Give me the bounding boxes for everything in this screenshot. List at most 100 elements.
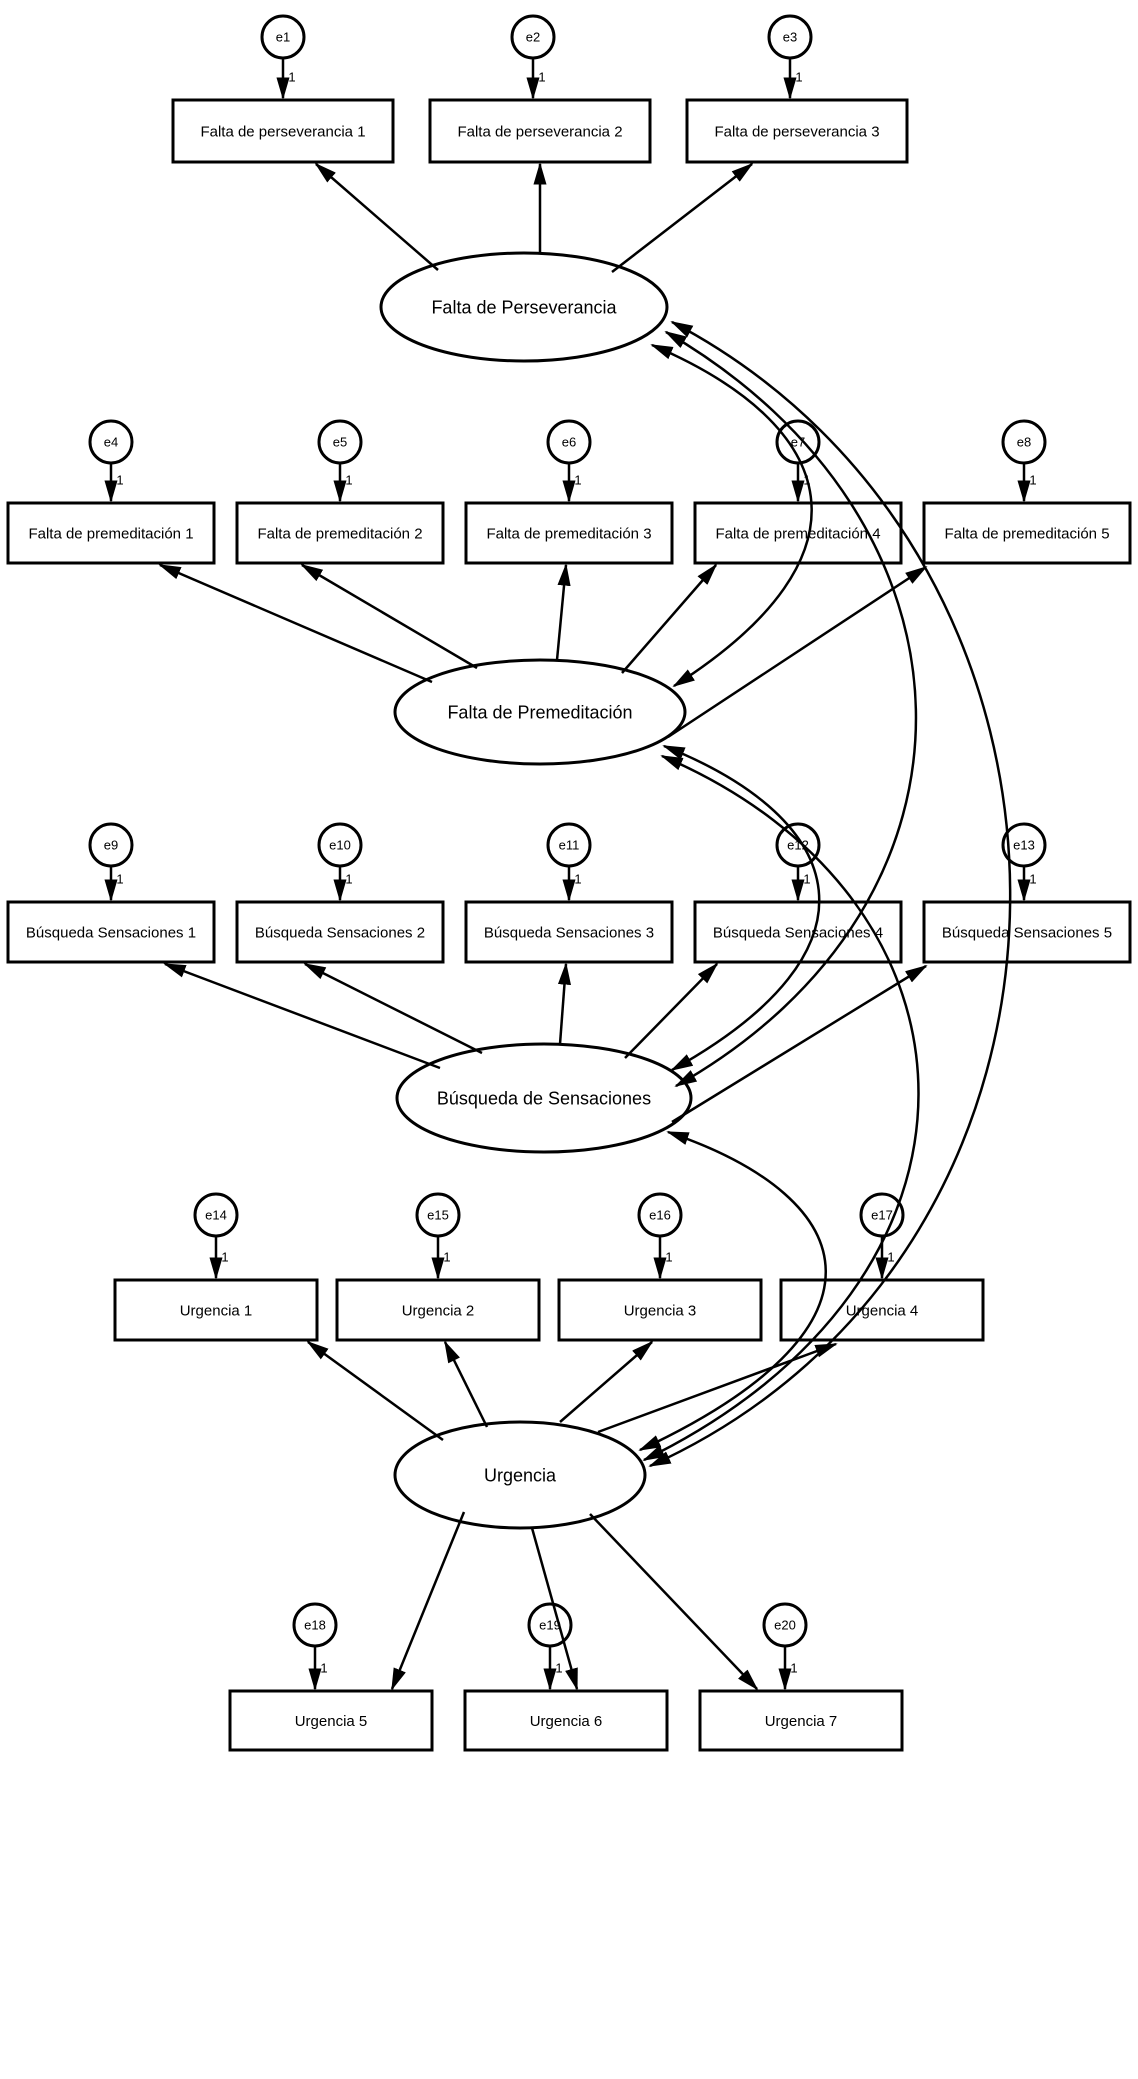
- error-label-e15: e15: [427, 1208, 449, 1223]
- observed-falta-de-premeditaci-n-5[interactable]: [922, 501, 1132, 565]
- fixed-loading-1-label-e11: 1: [574, 872, 581, 887]
- observed-label-urgencia-1: Urgencia 1: [180, 1302, 253, 1319]
- error-label-e5: e5: [333, 435, 347, 450]
- observed-urgencia-2[interactable]: [335, 1278, 541, 1342]
- loading-arrow-l3-o10[interactable]: [303, 962, 483, 1055]
- error-label-e2: e2: [526, 30, 540, 45]
- loading-arrow-l4-o15[interactable]: [443, 1340, 489, 1428]
- fixed-loading-1-label-e4: 1: [116, 473, 123, 488]
- loading-arrow-l2-o8[interactable]: [667, 565, 928, 739]
- error-label-e16: e16: [649, 1208, 671, 1223]
- fixed-loading-1-label-e17: 1: [887, 1250, 894, 1265]
- observed-label-b-squeda-sensaciones-2: Búsqueda Sensaciones 2: [255, 924, 425, 941]
- observed-falta-de-perseverancia-2[interactable]: [428, 98, 652, 164]
- error-label-e7: e7: [791, 435, 805, 450]
- loading-arrow-l4-o14[interactable]: [306, 1340, 444, 1442]
- observed-falta-de-perseverancia-3[interactable]: [685, 98, 909, 164]
- observed-label-falta-de-perseverancia-1: Falta de perseverancia 1: [200, 123, 365, 140]
- loading-arrow-l4-o19[interactable]: [530, 1527, 579, 1691]
- loading-arrow-l2-o4[interactable]: [158, 563, 433, 684]
- error-label-e19: e19: [539, 1618, 561, 1633]
- loading-arrow-l2-o7[interactable]: [621, 563, 718, 674]
- covariance-arrow-l2-l3[interactable]: [662, 744, 821, 1072]
- loading-arrow-l4-o20[interactable]: [589, 1513, 759, 1691]
- loading-arrow-l4-o16[interactable]: [559, 1340, 654, 1423]
- loading-arrow-l3-o11[interactable]: [557, 962, 572, 1045]
- observed-falta-de-premeditaci-n-3[interactable]: [464, 501, 674, 565]
- observed-b-squeda-sensaciones-1[interactable]: [6, 900, 216, 964]
- loading-arrow-l3-o9[interactable]: [163, 962, 441, 1070]
- observed-label-urgencia-7: Urgencia 7: [765, 1713, 838, 1730]
- latent-urgencia[interactable]: [393, 1420, 647, 1530]
- observed-b-squeda-sensaciones-2[interactable]: [235, 900, 445, 964]
- error-label-e12: e12: [787, 838, 809, 853]
- observed-urgencia-6[interactable]: [463, 1689, 669, 1752]
- observed-falta-de-premeditaci-n-2[interactable]: [235, 501, 445, 565]
- loading-arrow-l3-o13[interactable]: [671, 964, 928, 1124]
- error-label-e11: e11: [559, 838, 580, 853]
- error-label-e20: e20: [774, 1618, 796, 1633]
- observed-label-urgencia-5: Urgencia 5: [295, 1713, 368, 1730]
- fixed-loading-1-label-e3: 1: [795, 70, 802, 85]
- error-label-e8: e8: [1017, 435, 1031, 450]
- fixed-loading-1-label-e18: 1: [320, 1661, 327, 1676]
- observed-label-falta-de-premeditaci-n-5: Falta de premeditación 5: [944, 525, 1109, 542]
- observed-falta-de-premeditaci-n-1[interactable]: [6, 501, 216, 565]
- fixed-loading-1-label-e7: 1: [803, 473, 810, 488]
- fixed-loading-1-label-e8: 1: [1029, 473, 1036, 488]
- error-label-e9: e9: [104, 838, 118, 853]
- loading-arrow-l2-o5[interactable]: [300, 563, 478, 670]
- fixed-loading-1-label-e2: 1: [538, 70, 545, 85]
- observed-falta-de-perseverancia-1[interactable]: [171, 98, 395, 164]
- error-label-e18: e18: [304, 1618, 326, 1633]
- fixed-loading-1-label-e20: 1: [790, 1661, 797, 1676]
- latent-label-falta-de-premeditaci-n: Falta de Premeditación: [447, 702, 632, 722]
- covariance-arrow-l2-l4[interactable]: [642, 754, 920, 1462]
- fixed-loading-1-label-e10: 1: [345, 872, 352, 887]
- fixed-loading-1-label-e16: 1: [665, 1250, 672, 1265]
- latent-label-falta-de-perseverancia: Falta de Perseverancia: [431, 297, 617, 317]
- observed-label-b-squeda-sensaciones-4: Búsqueda Sensaciones 4: [713, 924, 883, 941]
- fixed-loading-1-label-e12: 1: [803, 872, 810, 887]
- error-label-e10: e10: [329, 838, 351, 853]
- error-label-e4: e4: [104, 435, 118, 450]
- observed-label-urgencia-6: Urgencia 6: [530, 1713, 603, 1730]
- observed-b-squeda-sensaciones-5[interactable]: [922, 900, 1132, 964]
- fixed-loading-1-label-e14: 1: [221, 1250, 228, 1265]
- fixed-loading-1-label-e15: 1: [443, 1250, 450, 1265]
- latent-falta-de-perseverancia[interactable]: [379, 251, 669, 363]
- observed-urgencia-7[interactable]: [698, 1689, 904, 1752]
- loading-arrow-l3-o12[interactable]: [624, 962, 719, 1059]
- error-label-e13: e13: [1013, 838, 1035, 853]
- covariance-arrow-l1-l2[interactable]: [650, 343, 813, 688]
- observed-urgencia-5[interactable]: [228, 1689, 434, 1752]
- latent-label-b-squeda-de-sensaciones: Búsqueda de Sensaciones: [437, 1088, 651, 1108]
- observed-b-squeda-sensaciones-4[interactable]: [693, 900, 903, 964]
- observed-label-b-squeda-sensaciones-5: Búsqueda Sensaciones 5: [942, 924, 1112, 941]
- covariance-arrow-l1-l4[interactable]: [648, 320, 1012, 1468]
- loading-arrow-l4-o17[interactable]: [597, 1342, 838, 1434]
- observed-label-urgencia-3: Urgencia 3: [624, 1302, 697, 1319]
- observed-label-falta-de-perseverancia-3: Falta de perseverancia 3: [714, 123, 879, 140]
- observed-urgencia-1[interactable]: [113, 1278, 319, 1342]
- covariance-arrow-l3-l4[interactable]: [638, 1130, 827, 1452]
- covariance-arrow-l1-l3[interactable]: [664, 330, 918, 1088]
- observed-label-falta-de-perseverancia-2: Falta de perseverancia 2: [457, 123, 622, 140]
- fixed-loading-1-label-e9: 1: [116, 872, 123, 887]
- loading-arrow-l1-o1[interactable]: [314, 162, 439, 271]
- observed-label-falta-de-premeditaci-n-3: Falta de premeditación 3: [486, 525, 651, 542]
- error-label-e6: e6: [562, 435, 576, 450]
- error-label-e17: e17: [871, 1208, 893, 1223]
- fixed-loading-1-label-e19: 1: [555, 1661, 562, 1676]
- latent-label-urgencia: Urgencia: [484, 1465, 557, 1485]
- fixed-loading-1-label-e1: 1: [288, 70, 295, 85]
- error-label-e3: e3: [783, 30, 797, 45]
- loading-arrow-l4-o18[interactable]: [390, 1511, 466, 1691]
- fixed-loading-1-label-e6: 1: [574, 473, 581, 488]
- error-label-e1: e1: [276, 30, 290, 45]
- loading-arrow-l2-o6[interactable]: [555, 563, 571, 661]
- loading-arrow-l1-o3[interactable]: [611, 162, 754, 273]
- observed-label-urgencia-2: Urgencia 2: [402, 1302, 475, 1319]
- observed-urgencia-4[interactable]: [779, 1278, 985, 1342]
